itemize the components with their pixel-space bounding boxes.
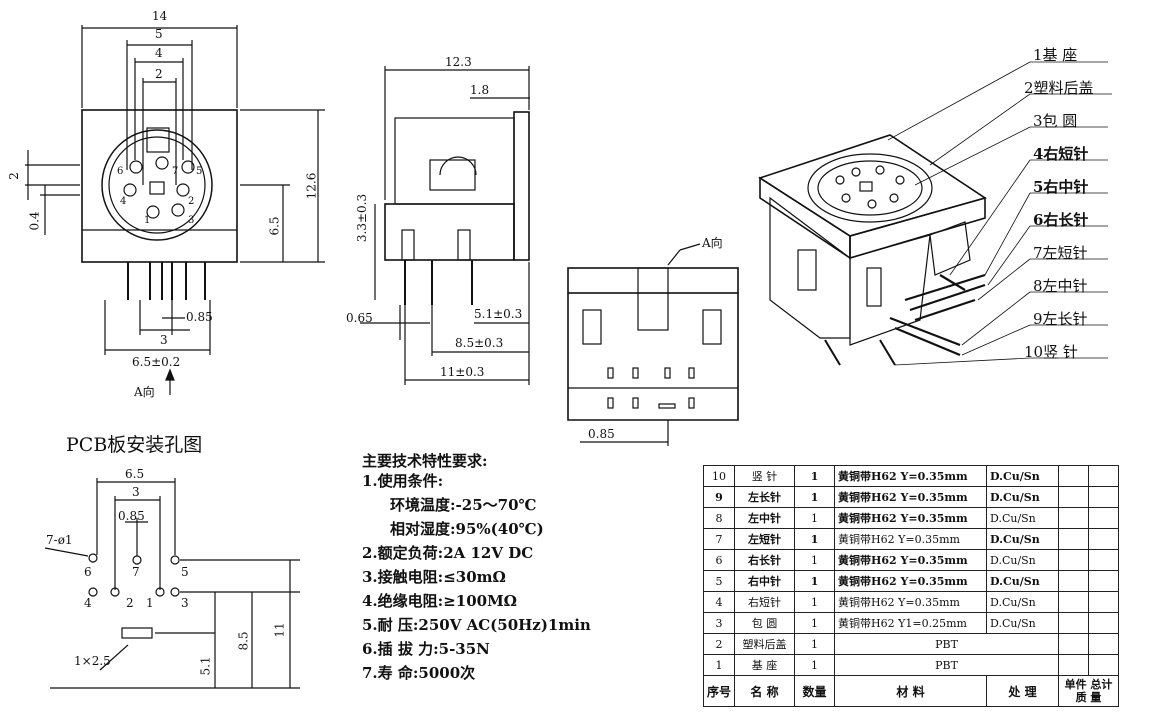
pcb-pin-label: 1 xyxy=(146,596,154,610)
leader-lines xyxy=(887,61,1112,366)
part-label-3: 3包 圆 xyxy=(1033,112,1078,130)
pcb-dim-0-85: 0.85 xyxy=(118,509,145,523)
isometric-view xyxy=(758,134,987,366)
dim-1-8: 1.8 xyxy=(470,83,490,97)
spec-line: 4.绝缘电阻:≥100MΩ xyxy=(362,592,518,610)
spec-line: 1.使用条件: xyxy=(362,472,444,490)
spec-line: 7.寿 命:5000次 xyxy=(362,664,476,682)
pin-label: 7 xyxy=(172,166,179,177)
pcb-layout xyxy=(44,478,300,689)
pin-label: 4 xyxy=(120,196,127,207)
dim-0-4: 0.4 xyxy=(27,211,42,231)
part-label-8: 8左中针 xyxy=(1033,277,1088,295)
dim-4: 4 xyxy=(155,46,163,60)
part-label-4: 4右短针 xyxy=(1033,145,1089,163)
dim-0-85: 0.85 xyxy=(186,310,213,324)
dim-6-5-vert: 6.5 xyxy=(267,216,282,236)
part-label-7: 7左短针 xyxy=(1033,244,1088,262)
dim-6-5-tol: 6.5±0.2 xyxy=(132,355,181,369)
dim-12-3: 12.3 xyxy=(445,55,472,69)
pcb-dim-3: 3 xyxy=(132,485,140,499)
pin-label: 1 xyxy=(144,215,151,226)
dim-5: 5 xyxy=(155,27,163,41)
pin-label: 2 xyxy=(188,196,195,207)
spec-line: 2.额定负荷:2A 12V DC xyxy=(362,544,534,562)
dim-11: 11±0.3 xyxy=(440,365,485,379)
part-label-5: 5右中针 xyxy=(1033,178,1089,196)
dim-0-85-bottom: 0.85 xyxy=(588,427,615,441)
pcb-dim-1x2-5: 1×2.5 xyxy=(74,654,111,668)
pcb-dim-11: 11 xyxy=(272,622,287,638)
pcb-dim-6-5: 6.5 xyxy=(125,467,145,481)
spec-line: 相对湿度:95%(40℃) xyxy=(390,520,544,538)
spec-line: 3.接触电阻:≤30mΩ xyxy=(362,568,506,586)
part-label-2: 2塑料后盖 xyxy=(1024,79,1094,97)
pcb-pin-label: 4 xyxy=(84,596,92,610)
pcb-hole-spec: 7-ø1 xyxy=(46,533,73,547)
pcb-pin-label: 7 xyxy=(132,565,140,579)
dim-14: 14 xyxy=(152,9,168,23)
spec-line: 5.耐 压:250V AC(50Hz)1min xyxy=(362,616,591,634)
pin-label: 6 xyxy=(117,166,124,177)
bottom-view xyxy=(567,243,739,446)
dim-0-65: 0.65 xyxy=(346,311,373,325)
pcb-pin-label: 5 xyxy=(181,565,189,579)
pcb-pin-label: 6 xyxy=(84,565,92,579)
side-view xyxy=(360,66,530,385)
dim-12-6: 12.6 xyxy=(304,172,319,200)
pcb-dim-5-1: 5.1 xyxy=(198,656,213,676)
dim-3-3: 3.3±0.3 xyxy=(355,193,370,243)
spec-line: 环境温度:-25～70℃ xyxy=(390,496,537,514)
dim-3: 3 xyxy=(160,333,168,347)
dim-8-5: 8.5±0.3 xyxy=(455,336,504,350)
specs-title: 主要技术特性要求: xyxy=(362,452,488,470)
a-direction-label: A向 xyxy=(134,385,155,399)
pcb-title: PCB板安装孔图 xyxy=(66,434,203,456)
front-view xyxy=(25,25,325,395)
part-label-6: 6右长针 xyxy=(1033,211,1089,229)
pin-label: 3 xyxy=(188,215,195,226)
part-label-10: 10竖 针 xyxy=(1024,343,1078,361)
table-header-row: 序号 名 称 数量 材 料 处 理 单件 总计质 量 xyxy=(702,675,1120,707)
spec-line: 6.插 拔 力:5-35N xyxy=(362,640,490,658)
part-label-9: 9左长针 xyxy=(1033,310,1088,328)
pcb-pin-label: 2 xyxy=(126,596,134,610)
a-direction-label: A向 xyxy=(702,236,723,250)
dim-5-1: 5.1±0.3 xyxy=(474,307,523,321)
dim-2-top: 2 xyxy=(155,67,163,81)
dim-2-left: 2 xyxy=(6,172,21,180)
part-label-1: 1基 座 xyxy=(1033,46,1078,64)
pcb-dim-8-5: 8.5 xyxy=(236,631,251,651)
pin-label: 5 xyxy=(196,166,203,177)
pcb-pin-label: 3 xyxy=(181,596,189,610)
